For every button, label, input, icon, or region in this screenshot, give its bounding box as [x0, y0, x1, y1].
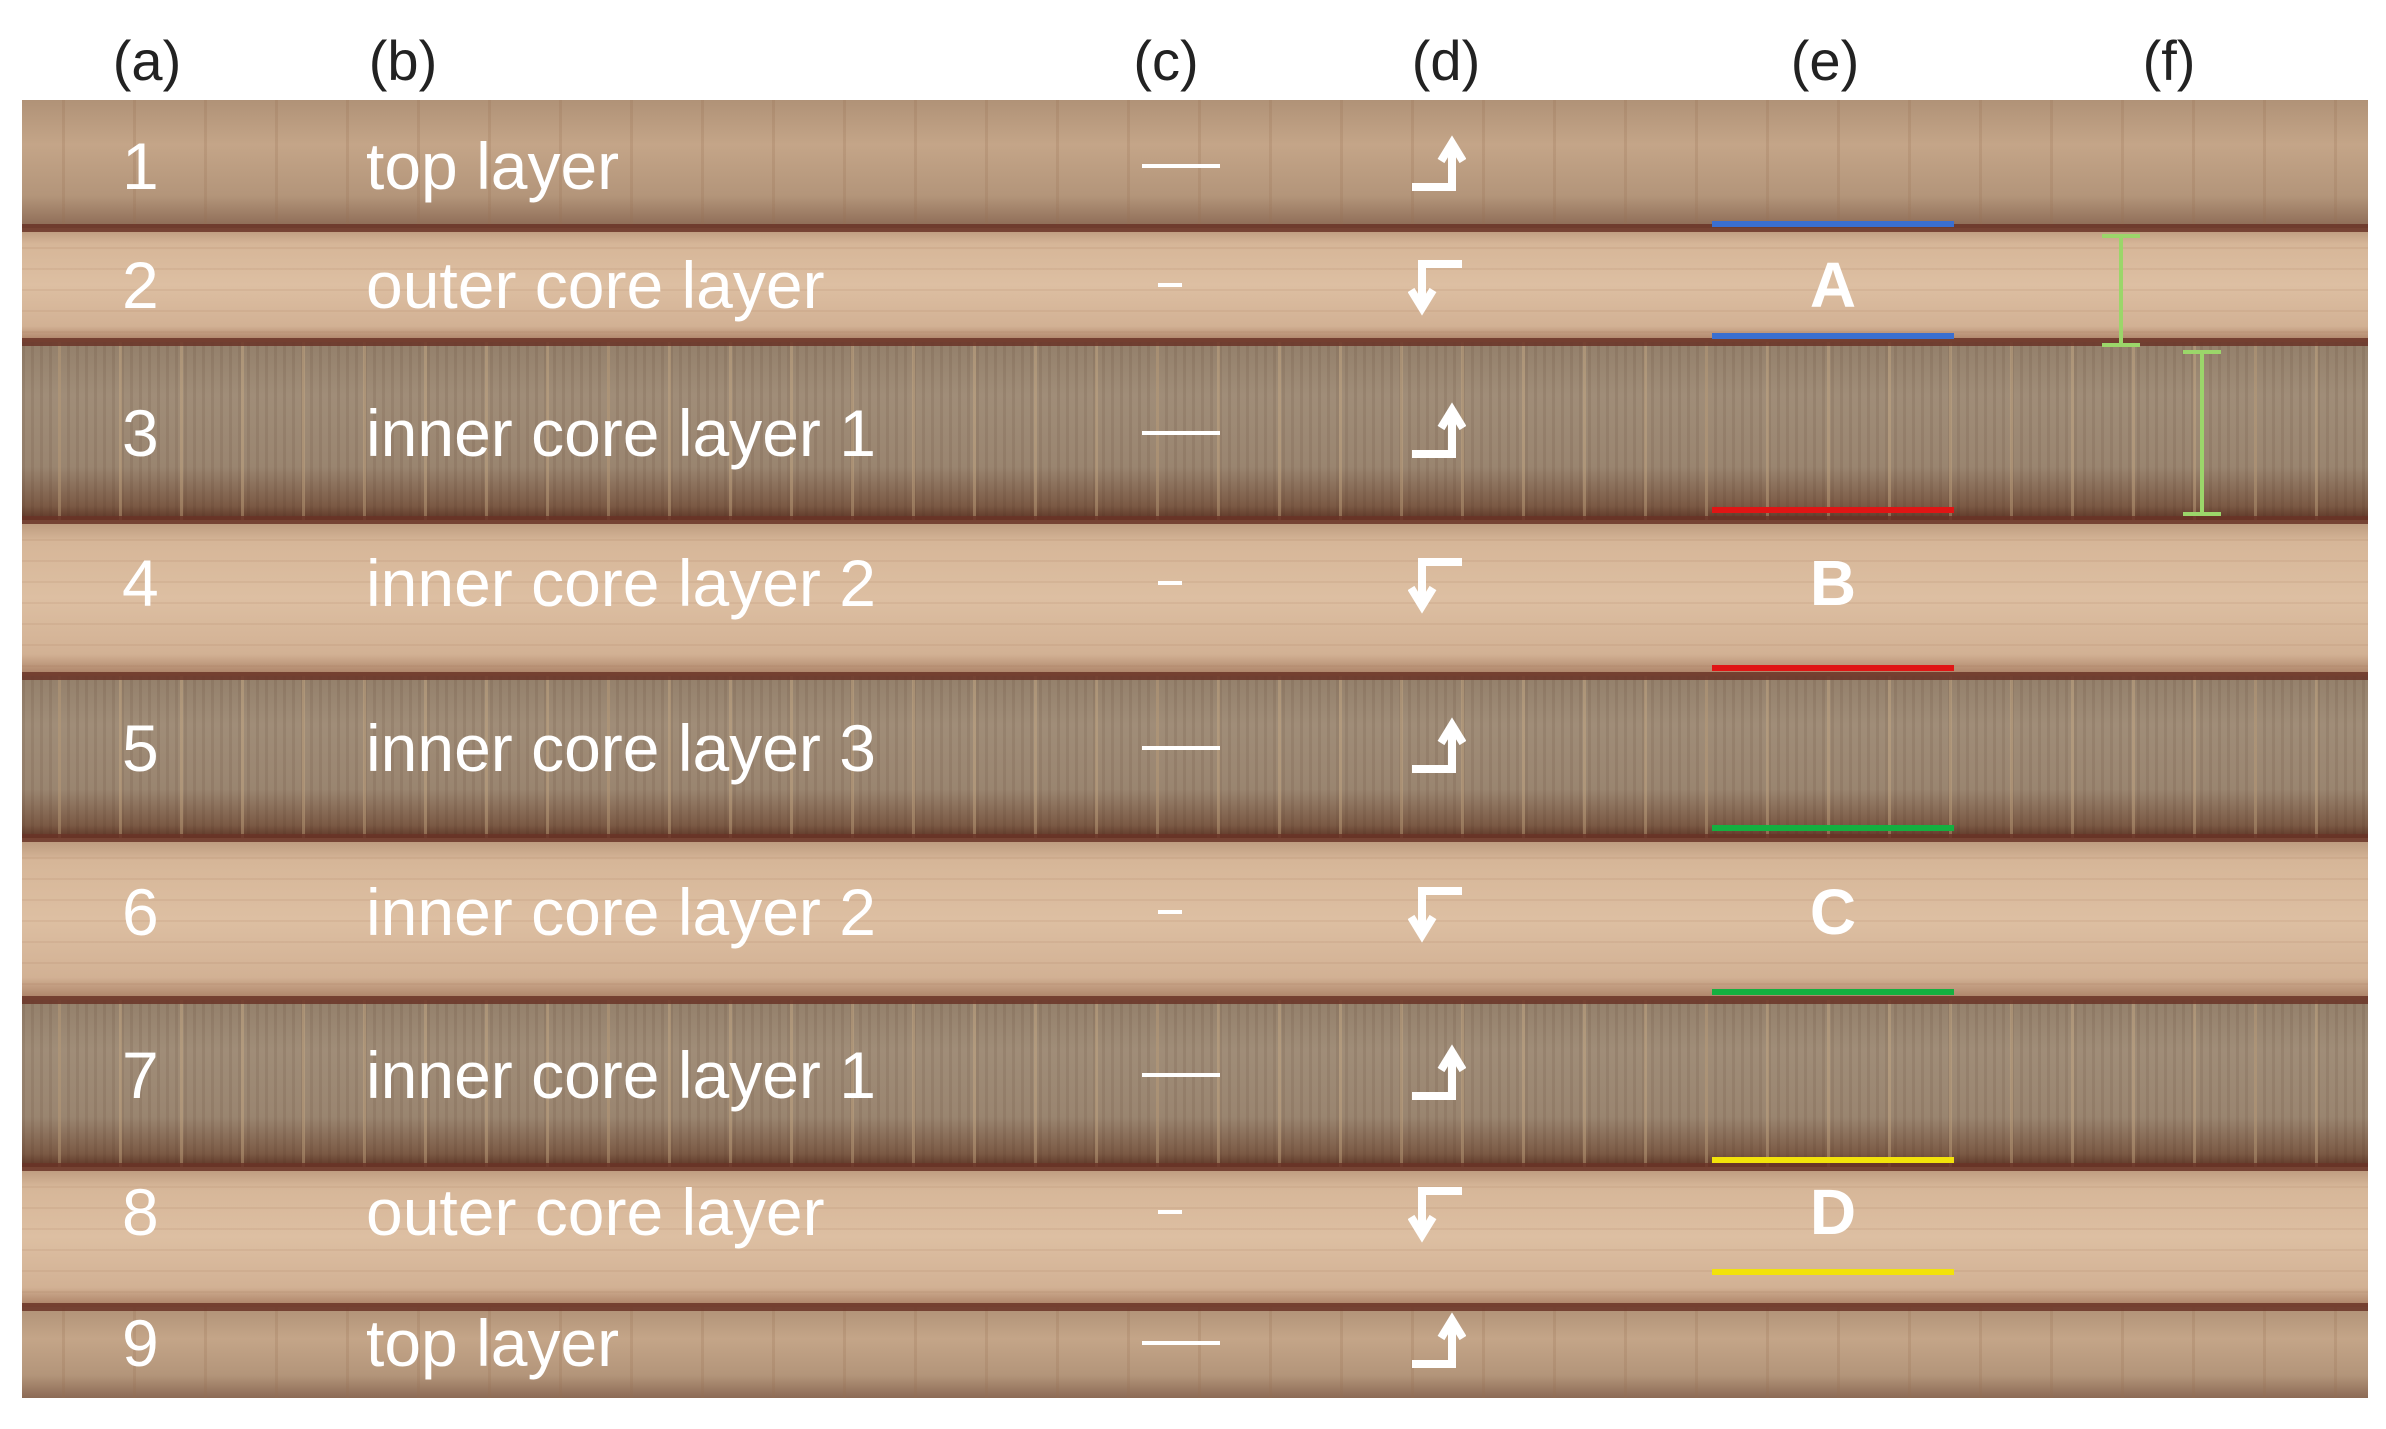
- sample-label: C: [1809, 876, 1857, 948]
- corner-arrow-up-icon: [1412, 402, 1466, 458]
- column-header-b: (b): [368, 29, 438, 92]
- sample-c-top-line: [1712, 825, 1954, 831]
- sample-label: D: [1809, 1176, 1857, 1248]
- layer-name: outer core layer: [366, 248, 825, 322]
- sample-a-top-line: [1712, 221, 1954, 227]
- layer-number: 6: [122, 875, 159, 949]
- column-header-f: (f): [2142, 29, 2196, 92]
- long-grain-dash-icon: [1142, 431, 1220, 435]
- corner-arrow-up-icon: [1412, 1312, 1466, 1368]
- short-grain-dash-icon: [1158, 1210, 1182, 1214]
- wood-layer-9: [22, 1307, 2368, 1398]
- sample-b-top-line: [1712, 507, 1954, 513]
- wood-layer-6: [22, 838, 2368, 1000]
- layer-name: inner core layer 2: [366, 546, 876, 620]
- layer-name: top layer: [366, 129, 620, 203]
- column-header-a: (a): [112, 29, 182, 92]
- layer-name: inner core layer 3: [366, 711, 876, 785]
- sample-label: A: [1809, 249, 1857, 321]
- layer-number: 4: [122, 546, 159, 620]
- corner-arrow-up-icon: [1412, 135, 1466, 191]
- layer-name: outer core layer: [366, 1175, 825, 1249]
- thickness-dimension-bar: [2183, 350, 2221, 516]
- corner-arrow-down-icon: [1408, 260, 1462, 316]
- sample-label: B: [1809, 547, 1857, 619]
- layer-boundary: [22, 338, 2368, 346]
- layer-number: 1: [122, 129, 159, 203]
- short-grain-dash-icon: [1158, 581, 1182, 585]
- short-grain-dash-icon: [1158, 283, 1182, 287]
- wood-layer-8: [22, 1167, 2368, 1307]
- sample-d-bottom-line: [1712, 1269, 1954, 1275]
- column-header-d: (d): [1411, 29, 1481, 92]
- wood-cross-section-panel: 1 top layer 2 outer core layer 3 inner core l…: [22, 100, 2368, 1398]
- corner-arrow-down-icon: [1408, 887, 1462, 943]
- long-grain-dash-icon: [1142, 1073, 1220, 1077]
- layer-number: 7: [122, 1038, 159, 1112]
- short-grain-dash-icon: [1158, 910, 1182, 914]
- corner-arrow-up-icon: [1412, 717, 1466, 773]
- sample-b-bottom-line: [1712, 665, 1954, 671]
- layer-name: top layer: [366, 1306, 620, 1380]
- column-header-e: (e): [1790, 29, 1860, 92]
- layer-boundary: [22, 672, 2368, 680]
- long-grain-dash-icon: [1142, 1341, 1220, 1345]
- wood-layer-7: [22, 1000, 2368, 1167]
- layer-boundary: [22, 834, 2368, 842]
- layer-boundary: [22, 996, 2368, 1004]
- corner-arrow-down-icon: [1408, 1187, 1462, 1243]
- layer-boundary: [22, 1303, 2368, 1311]
- layer-number: 8: [122, 1175, 159, 1249]
- layer-boundary: [22, 516, 2368, 524]
- layer-number: 5: [122, 711, 159, 785]
- column-header-c: (c): [1133, 29, 1199, 92]
- sample-d-top-line: [1712, 1157, 1954, 1163]
- long-grain-dash-icon: [1142, 746, 1220, 750]
- wood-layer-5: [22, 676, 2368, 838]
- thickness-dimension-bar: [2102, 234, 2140, 347]
- layer-number: 2: [122, 248, 159, 322]
- sample-a-bottom-line: [1712, 333, 1954, 339]
- layer-name: inner core layer 1: [366, 1038, 876, 1112]
- layer-name: inner core layer 1: [366, 396, 876, 470]
- corner-arrow-up-icon: [1412, 1044, 1466, 1100]
- layer-boundary: [22, 224, 2368, 232]
- sample-c-bottom-line: [1712, 989, 1954, 995]
- layer-name: inner core layer 2: [366, 875, 876, 949]
- wood-layer-4: [22, 520, 2368, 676]
- long-grain-dash-icon: [1142, 164, 1220, 168]
- layer-boundary: [22, 1163, 2368, 1171]
- layer-number: 3: [122, 396, 159, 470]
- wood-layer-2: [22, 228, 2368, 342]
- corner-arrow-down-icon: [1408, 558, 1462, 614]
- layer-number: 9: [122, 1306, 159, 1380]
